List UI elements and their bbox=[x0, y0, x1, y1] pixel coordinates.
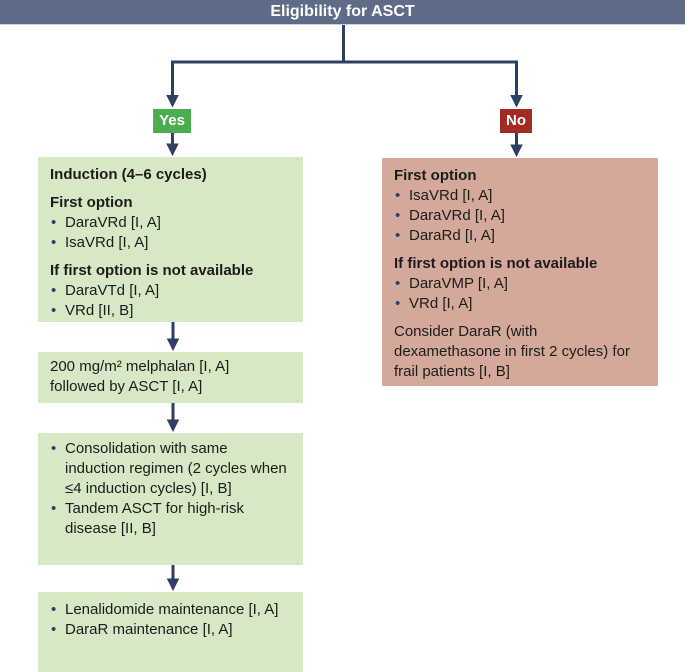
induction-box: Induction (4–6 cycles) First option Dara… bbox=[38, 157, 303, 322]
frail-patients-note: Consider DaraR (with dexamethasone in fi… bbox=[394, 323, 630, 380]
consolidation-box: Consolidation with same induction regime… bbox=[38, 433, 303, 565]
no-path-first-option-section: First option IsaVRd [I, A] DaraVRd [I, A… bbox=[394, 166, 646, 246]
subheading-first-option: First option bbox=[50, 194, 133, 211]
list-item: DaraR maintenance [I, A] bbox=[50, 620, 291, 640]
list-item: VRd [I, A] bbox=[394, 294, 646, 314]
melphalan-asct-box: 200 mg/m² melphalan [I, A] followed by A… bbox=[38, 352, 303, 403]
no-path-alt-option-section: If first option is not available DaraVMP… bbox=[394, 254, 646, 314]
list-item: IsaVRd [I, A] bbox=[394, 186, 646, 206]
maintenance-box: Lenalidomide maintenance [I, A] DaraR ma… bbox=[38, 592, 303, 672]
melphalan-line-2: followed by ASCT [I, A] bbox=[50, 378, 203, 395]
subheading-alt-option: If first option is not available bbox=[50, 262, 254, 279]
induction-first-option-section: First option DaraVRd [I, A] IsaVRd [I, A… bbox=[50, 193, 291, 253]
list-item: Consolidation with same induction regime… bbox=[50, 439, 291, 499]
list-item: VRd [II, B] bbox=[50, 301, 291, 321]
list-item: Tandem ASCT for high-risk disease [II, B… bbox=[50, 499, 291, 539]
list-item: Lenalidomide maintenance [I, A] bbox=[50, 600, 291, 620]
list-item: DaraVRd [I, A] bbox=[394, 206, 646, 226]
list-item: DaraVRd [I, A] bbox=[50, 213, 291, 233]
list-item: DaraRd [I, A] bbox=[394, 226, 646, 246]
induction-heading: Induction (4–6 cycles) bbox=[50, 166, 207, 183]
list-item: IsaVRd [I, A] bbox=[50, 233, 291, 253]
subheading-first-option: First option bbox=[394, 167, 477, 184]
decision-badge-no: No bbox=[500, 109, 532, 133]
flowchart-title-bar: Eligibility for ASCT bbox=[0, 0, 685, 25]
decision-badge-yes: Yes bbox=[153, 109, 191, 133]
subheading-alt-option: If first option is not available bbox=[394, 255, 598, 272]
induction-alt-option-section: If first option is not available DaraVTd… bbox=[50, 261, 291, 321]
list-item: DaraVMP [I, A] bbox=[394, 274, 646, 294]
flowchart-title: Eligibility for ASCT bbox=[270, 3, 415, 20]
melphalan-line-1: 200 mg/m² melphalan [I, A] bbox=[50, 358, 230, 375]
list-item: DaraVTd [I, A] bbox=[50, 281, 291, 301]
no-transplant-option-box: First option IsaVRd [I, A] DaraVRd [I, A… bbox=[382, 158, 658, 386]
